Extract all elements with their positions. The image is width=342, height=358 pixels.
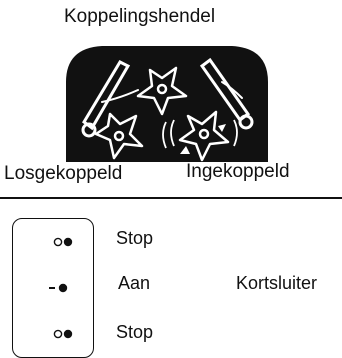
section-divider (0, 197, 342, 199)
clutch-lever-illustration (66, 46, 268, 162)
disengaged-lever-icon (81, 60, 139, 138)
position-label-stop-bottom: Stop (116, 322, 154, 342)
disengaged-wheel-icon (94, 112, 144, 160)
kill-switch-label: Kortsluiter (236, 273, 318, 293)
engaged-lever-icon (199, 57, 254, 130)
engaged-label: Ingekoppeld (186, 161, 290, 182)
disengaged-label: Losgekoppeld (4, 163, 123, 184)
dash-dot-icon (49, 283, 68, 293)
switch-position-panel (12, 218, 94, 358)
diagram-title: Koppelingshendel (64, 6, 216, 27)
open-closed-dot-icon (53, 329, 73, 339)
engaged-wheel-icon (162, 110, 238, 162)
position-label-stop-top: Stop (116, 228, 154, 248)
open-closed-dot-icon (53, 237, 73, 247)
center-wheel-icon (136, 66, 188, 116)
position-label-on: Aan (118, 273, 151, 293)
rotation-arrow-icon (180, 124, 226, 154)
